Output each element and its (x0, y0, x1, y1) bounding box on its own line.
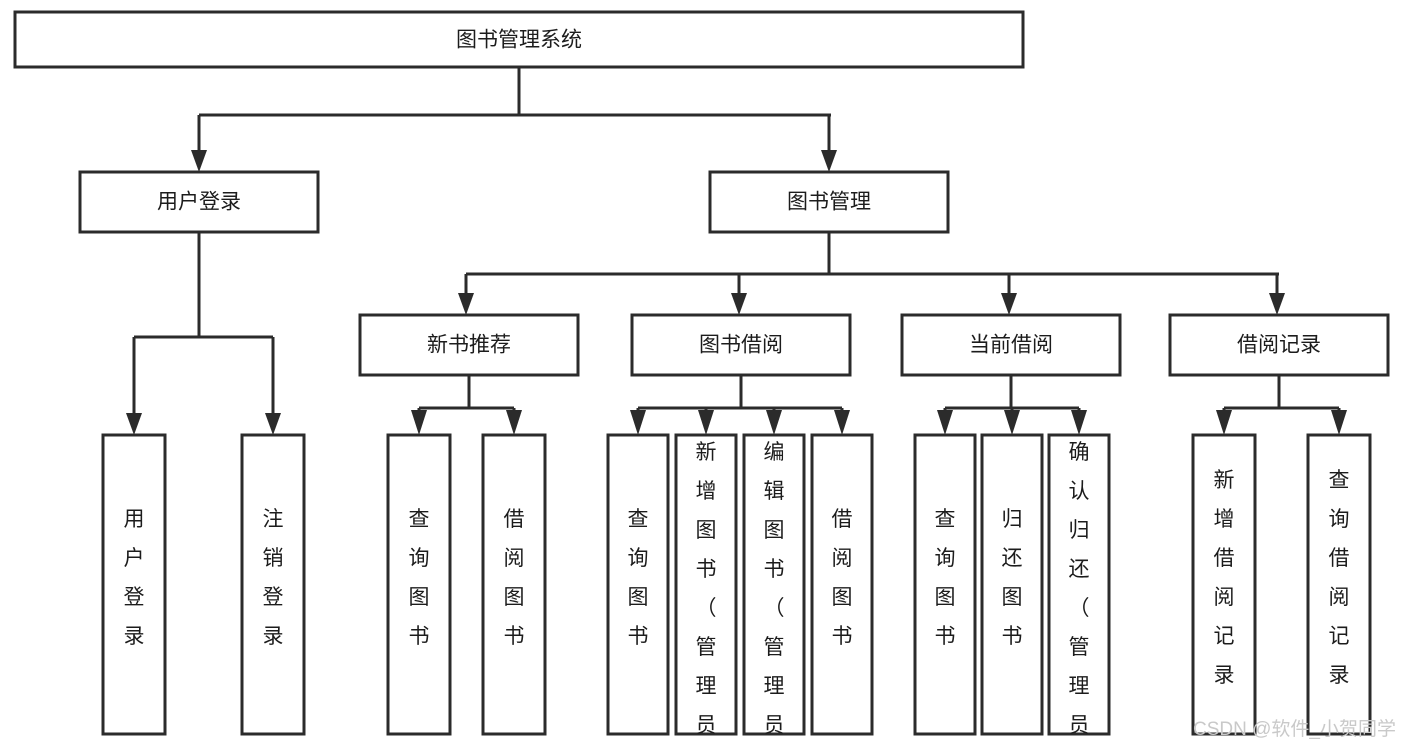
connector-group-current (937, 375, 1087, 435)
node-borrow-record-box (1168, 313, 1390, 377)
leaf-node-label: 新增借阅记录 (1214, 469, 1235, 687)
leaf-node[interactable]: 用户登录 (101, 433, 167, 736)
leaf-node-label: 确认归还（管理员） (1069, 441, 1090, 747)
leaf-node-box (674, 433, 738, 736)
leaf-node-box (742, 433, 806, 736)
node-book-management[interactable]: 图书管理 (708, 170, 950, 234)
arrow-head-icon (1331, 410, 1347, 435)
node-user-login[interactable]: 用户登录 (78, 170, 320, 234)
arrow-head-icon (506, 410, 522, 435)
node-user-login-box (78, 170, 320, 234)
leaf-node-box (101, 433, 167, 736)
leaf-node[interactable]: 归还图书 (980, 433, 1044, 736)
connector-group-book-mgmt (458, 232, 1285, 315)
leaf-node[interactable]: 查询图书 (606, 433, 670, 736)
leaf-node-box (481, 433, 547, 736)
leaf-node-box (913, 433, 977, 736)
arrow-head-icon (265, 413, 281, 435)
node-new-book-recommend[interactable]: 新书推荐 (358, 313, 580, 377)
leaf-node-label: 注销登录 (263, 508, 284, 648)
node-root[interactable]: 图书管理系统 (13, 10, 1025, 69)
node-book-management-label: 图书管理 (787, 191, 871, 214)
node-new-book-recommend-box (358, 313, 580, 377)
node-user-login-label: 用户登录 (157, 191, 241, 214)
arrow-head-icon (1071, 410, 1087, 435)
leaf-node-box (386, 433, 452, 736)
arrow-head-icon (126, 413, 142, 435)
leaf-node[interactable]: 查询图书 (913, 433, 977, 736)
leaf-node-label: 新增图书（管理员） (696, 441, 717, 747)
leaf-node[interactable]: 新增借阅记录 (1191, 433, 1257, 736)
connector-group-root (191, 67, 837, 172)
leaf-node[interactable]: 借阅图书 (810, 433, 874, 736)
arrow-head-icon (1269, 293, 1285, 315)
node-new-book-recommend-label: 新书推荐 (427, 334, 511, 357)
node-borrow-record[interactable]: 借阅记录 (1168, 313, 1390, 377)
leaf-node-label: 借阅图书 (832, 508, 853, 648)
leaf-node-box (606, 433, 670, 736)
leaf-node-label: 查询图书 (935, 508, 956, 648)
leaf-node[interactable]: 借阅图书 (481, 433, 547, 736)
arrow-head-icon (937, 410, 953, 435)
leaf-node-label: 查询借阅记录 (1329, 469, 1350, 687)
arrow-head-icon (1001, 293, 1017, 315)
leaf-node-label: 借阅图书 (504, 508, 525, 648)
leaf-node[interactable]: 注销登录 (240, 433, 306, 736)
leaf-node[interactable]: 编辑图书（管理员） (742, 433, 806, 747)
leaf-node-box (1047, 433, 1111, 736)
connector-group-record (1216, 375, 1347, 435)
node-root-box (13, 10, 1025, 69)
arrow-head-icon (1216, 410, 1232, 435)
node-root-label: 图书管理系统 (456, 29, 582, 52)
leaf-node-layer: 用户登录 注销登录 查询图书 借阅图书 查询图书 新增图书（管理员） 编辑图书（管理员） 借阅… (101, 433, 1372, 747)
connector-group-user-login (126, 232, 281, 435)
leaf-node-box (1191, 433, 1257, 736)
arrow-head-icon (698, 410, 714, 435)
node-current-borrow-box (900, 313, 1122, 377)
connector-group-new-book (411, 375, 522, 435)
watermark-label: CSDN @软件_小贺同学 (1193, 718, 1396, 740)
leaf-node-box (980, 433, 1044, 736)
arrow-head-icon (731, 293, 747, 315)
leaf-node-label: 用户登录 (124, 508, 145, 648)
arrow-head-icon (630, 410, 646, 435)
leaf-node-box (240, 433, 306, 736)
arrow-head-icon (411, 410, 427, 435)
leaf-node-label: 归还图书 (1002, 508, 1023, 648)
leaf-node[interactable]: 查询图书 (386, 433, 452, 736)
node-current-borrow[interactable]: 当前借阅 (900, 313, 1122, 377)
arrow-head-icon (821, 150, 837, 172)
node-current-borrow-label: 当前借阅 (969, 334, 1053, 357)
leaf-node[interactable]: 确认归还（管理员） (1047, 433, 1111, 747)
arrow-head-icon (766, 410, 782, 435)
leaf-node-label: 查询图书 (409, 508, 430, 648)
connector-group-borrow (630, 375, 850, 435)
arrow-head-icon (191, 150, 207, 172)
arrow-head-icon (834, 410, 850, 435)
node-book-borrow-box (630, 313, 852, 377)
node-book-management-box (708, 170, 950, 234)
leaf-node-box (810, 433, 874, 736)
node-book-borrow[interactable]: 图书借阅 (630, 313, 852, 377)
leaf-node[interactable]: 查询借阅记录 (1306, 433, 1372, 736)
arrow-head-icon (458, 293, 474, 315)
leaf-node-label: 查询图书 (628, 508, 649, 648)
leaf-node-label: 编辑图书（管理员） (764, 441, 785, 747)
node-borrow-record-label: 借阅记录 (1237, 334, 1321, 357)
node-book-borrow-label: 图书借阅 (699, 334, 783, 357)
arrow-head-icon (1004, 410, 1020, 435)
leaf-node[interactable]: 新增图书（管理员） (674, 433, 738, 747)
leaf-node-box (1306, 433, 1372, 736)
